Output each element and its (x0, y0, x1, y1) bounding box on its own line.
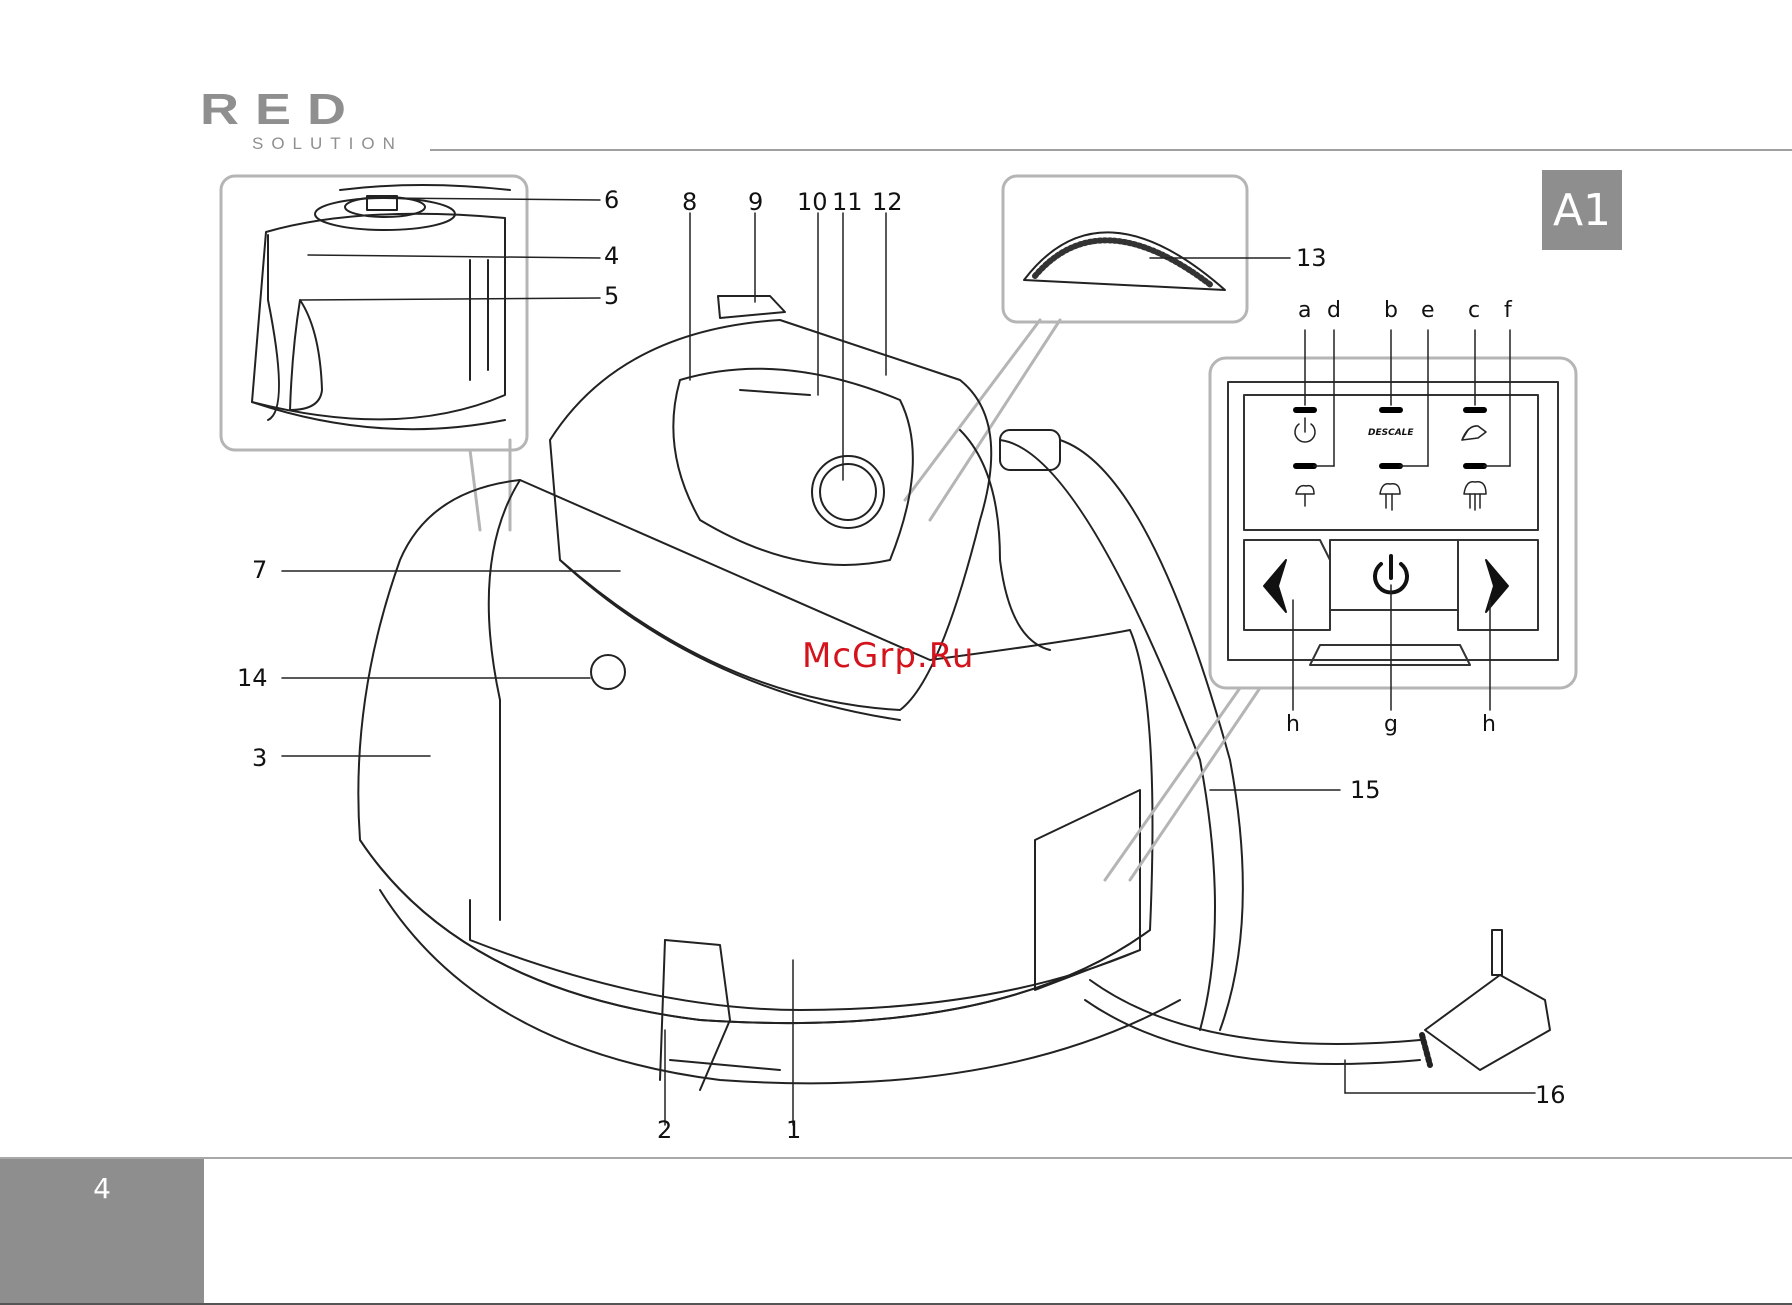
panel-label-b: b (1384, 300, 1398, 322)
panel-label-f: f (1504, 300, 1512, 322)
callout-8: 8 (682, 190, 697, 214)
water-refill-icon (1462, 426, 1486, 440)
callout-6: 6 (604, 188, 619, 212)
panel-connector-2 (1130, 688, 1260, 880)
panel-label-d: d (1327, 300, 1341, 322)
callout-16: 16 (1535, 1083, 1566, 1107)
steam-mid-icon (1380, 484, 1400, 510)
callout-3: 3 (252, 746, 267, 770)
panel-connector (1105, 688, 1240, 880)
callout-14: 14 (237, 666, 268, 690)
callout-1: 1 (786, 1118, 801, 1142)
panel-leaders (1293, 330, 1510, 710)
callout-2: 2 (657, 1118, 672, 1142)
steam-high-icon (1464, 482, 1486, 510)
page-number: 4 (0, 1172, 204, 1205)
callout-15: 15 (1350, 778, 1381, 802)
soleplate-connector-2 (930, 320, 1060, 520)
steam-low-icon (1296, 486, 1314, 506)
power-cord (1085, 930, 1550, 1070)
panel-label-c: c (1468, 300, 1480, 322)
tank-inset (221, 176, 527, 450)
panel-label-h-right: h (1482, 714, 1496, 736)
descale-indicator: DESCALE (1368, 428, 1414, 438)
watermark: McGrp.Ru (802, 636, 974, 676)
panel-label-e: e (1421, 300, 1435, 322)
left-arrow-icon[interactable] (1264, 560, 1286, 612)
callout-10: 10 (797, 190, 828, 214)
callout-7: 7 (252, 558, 267, 582)
callout-11: 11 (832, 190, 863, 214)
soleplate-connector (905, 320, 1040, 500)
power-icon (1295, 418, 1315, 442)
cord-clip (660, 940, 780, 1090)
panel-label-a: a (1298, 300, 1311, 322)
iron-body (550, 296, 1050, 720)
panel-label-h-left: h (1286, 714, 1300, 736)
steam-hose (1000, 430, 1243, 1030)
indicator-lights (1296, 410, 1484, 466)
callout-5: 5 (604, 284, 619, 308)
panel-label-g: g (1384, 714, 1398, 736)
soleplate-inset (1003, 176, 1247, 322)
callout-4: 4 (604, 244, 619, 268)
callout-13: 13 (1296, 246, 1327, 270)
callout-12: 12 (872, 190, 903, 214)
callout-9: 9 (748, 190, 763, 214)
footer-rule (0, 1157, 1792, 1159)
